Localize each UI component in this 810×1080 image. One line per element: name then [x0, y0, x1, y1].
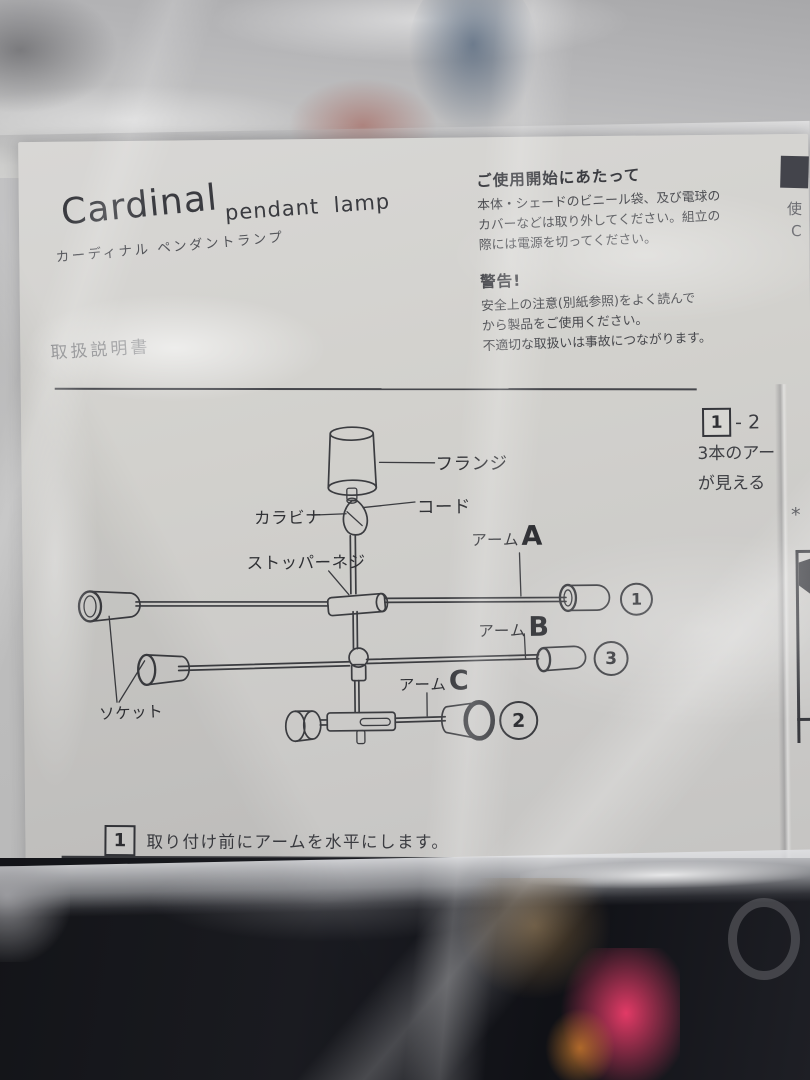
- label-stopper-screw: ストッパーネジ: [246, 552, 366, 573]
- arm-b-shape: [137, 645, 587, 686]
- arm-a-prefix: アーム: [471, 530, 520, 550]
- product-title-japanese: カーディナル ペンダントランプ: [55, 229, 286, 266]
- arm-c-shape: [284, 700, 496, 745]
- orange-object-background: [545, 1008, 615, 1080]
- instruction-step-box: 1: [104, 825, 136, 857]
- arm-c-prefix: アーム: [398, 675, 448, 695]
- callout-circle-3: 3: [593, 640, 629, 677]
- edge-table-border-top: [795, 549, 810, 553]
- product-title: Cardinal: [59, 177, 220, 234]
- arm-b-prefix: アーム: [478, 621, 527, 641]
- arm-a-letter: A: [521, 520, 543, 552]
- product-type: pendant lamp: [224, 189, 391, 226]
- edge-fragment-char-bottom: C: [791, 221, 802, 241]
- label-flange: フランジ: [435, 454, 508, 475]
- label-arm-b: アーム B: [478, 612, 549, 644]
- background-below-bag: [0, 849, 810, 1080]
- document-title: 取扱説明書: [49, 337, 151, 364]
- callout-circle-1: 1: [619, 582, 654, 616]
- arm-c-letter: C: [448, 665, 469, 697]
- warning-body: 安全上の注意(別紙参照)をよく読んで から製品をご使用ください。 不適切な取扱い…: [480, 291, 712, 355]
- carabiner-shape: [342, 499, 369, 536]
- instruction-text: 取り付け前にアームを水平にします。: [146, 832, 450, 852]
- flange-shape: [327, 426, 378, 504]
- header-divider-rule: [54, 387, 697, 391]
- notice-column: ご使用開始にあたって 本体・シェードのビニール袋、及び電球の カバーなどは取り外…: [476, 158, 769, 357]
- label-socket: ソケット: [98, 702, 164, 724]
- label-arm-c: アーム C: [399, 665, 469, 697]
- gray-ring-background: [728, 898, 800, 980]
- edge-table-dark-wedge: [799, 558, 810, 596]
- edge-fragment-char-top: 使: [786, 199, 802, 219]
- edge-dark-box: [780, 155, 809, 189]
- manual-sheet: Cardinal pendant lamp カーディナル ペンダントランプ 取扱…: [18, 133, 810, 883]
- arm-b-letter: B: [528, 611, 550, 643]
- label-cord: コード: [416, 497, 472, 518]
- label-carabiner: カラビナ: [253, 507, 323, 528]
- bag-corner-left: [0, 866, 70, 962]
- step-range-suffix: - 2: [735, 411, 761, 434]
- footnote-asterisk: *: [790, 503, 801, 527]
- edge-table-border-mid: [797, 717, 810, 721]
- label-arm-a: アーム A: [471, 521, 542, 553]
- usage-notice-body: 本体・シェードのビニール袋、及び電球の カバーなどは取り外してください。組立の …: [477, 189, 721, 253]
- callout-circle-2: 2: [499, 700, 539, 741]
